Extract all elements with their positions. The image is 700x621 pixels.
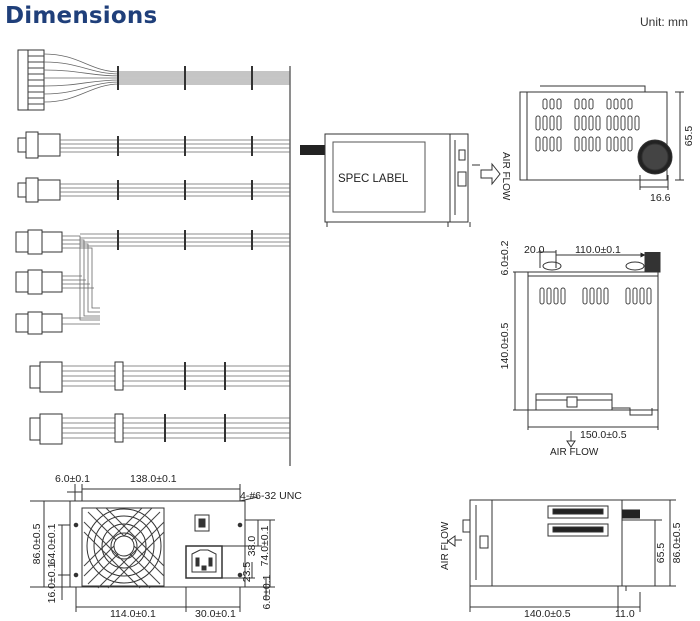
fan-dim-30: 30.0±0.1 <box>195 608 236 620</box>
top-dim-width: 110.0±0.1 <box>575 244 621 256</box>
fan-dim-height-outer: 86.0±0.5 <box>31 523 43 564</box>
fan-dim-114: 114.0±0.1 <box>110 608 156 620</box>
fan-dim-6-bottom: 6.0±0.1 <box>261 574 273 609</box>
connector-peripheral-3-icon <box>15 311 63 335</box>
rear-dim-86: 86.0±0.5 <box>671 522 683 563</box>
fan-dim-16: 16.0±0.1 <box>46 562 58 603</box>
top-airflow-label: AIR FLOW <box>550 447 599 458</box>
rear-dim-140: 140.0±0.5 <box>524 608 571 620</box>
rear-airflow-label: AIR FLOW <box>440 521 451 570</box>
page-title: Dimensions <box>5 3 158 29</box>
fan-view <box>30 484 275 612</box>
rear-dim-65-5: 65.5 <box>655 543 667 564</box>
front-dim-height: 65.5 <box>683 126 695 147</box>
front-dim-fan-offset: 16.6 <box>650 192 671 204</box>
top-dim-left-offset: 6.0±0.2 <box>499 240 511 275</box>
rear-dim-11: 11.0 <box>615 608 635 620</box>
spec-label-text: SPEC LABEL <box>338 173 409 185</box>
fan-dim-left-small: 6.0±0.1 <box>55 473 90 485</box>
unit-label: Unit: mm <box>640 15 688 29</box>
rear-view <box>447 499 676 612</box>
connector-molex-2-icon <box>29 413 63 445</box>
top-dim-bottom: 150.0±0.5 <box>580 429 627 441</box>
connector-molex-1-icon <box>29 361 63 393</box>
cable-bundle-main <box>43 53 290 103</box>
top-view <box>513 250 661 448</box>
connector-8pin-icon <box>17 131 61 159</box>
side-view <box>300 133 501 227</box>
fan-dim-top: 138.0±0.1 <box>130 473 177 485</box>
fan-dim-height-inner: 64.0±0.1 <box>46 523 58 564</box>
connector-6plus2pin-icon <box>17 177 61 203</box>
top-dim-left: 20.0 <box>524 244 545 256</box>
front-view <box>519 85 684 190</box>
fan-dim-74: 74.0±0.1 <box>259 525 271 566</box>
fan-dim-38: 38.0 <box>246 536 258 557</box>
top-dim-depth: 140.0±0.5 <box>499 323 511 370</box>
cable-harness <box>15 49 291 466</box>
connector-peripheral-2-icon <box>15 269 63 295</box>
fan-screw-note: 4-#6-32 UNC <box>240 490 302 502</box>
fan-dim-23-5: 23.5 <box>241 562 253 583</box>
side-airflow-label: AIR FLOW <box>500 152 511 201</box>
connector-24pin-icon <box>17 49 45 111</box>
connector-peripheral-1-icon <box>15 229 63 255</box>
